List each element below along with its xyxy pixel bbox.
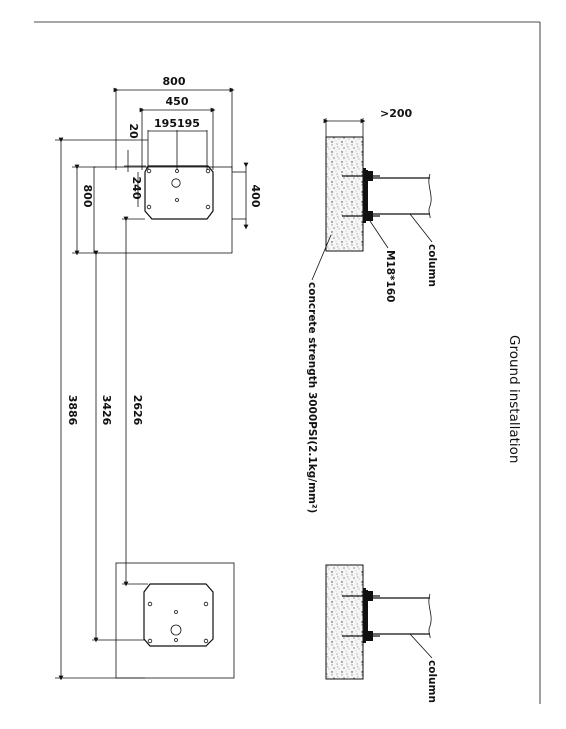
bottom-foundation-outline xyxy=(115,562,235,679)
dim-2626: 2626 xyxy=(131,395,144,426)
bottom-anchor-hole xyxy=(147,601,153,607)
drawing-title: Ground installation xyxy=(506,335,522,464)
long-dimensions: 3886 3426 2626 xyxy=(55,137,148,681)
bottom-base-plate xyxy=(143,583,214,647)
bottom-cable-hole xyxy=(170,624,182,636)
top-anchor-hole xyxy=(175,198,179,202)
bottom-anchor-hole xyxy=(147,638,153,644)
dim-3426: 3426 xyxy=(100,395,113,426)
bottom-anchor-hole xyxy=(174,638,178,642)
dim-450: 450 xyxy=(166,95,189,108)
bottom-anchor-hole xyxy=(203,601,209,607)
bottom-foundation-plan xyxy=(115,562,235,679)
top-plate-dimensions: 800 450 195195 20 240 400 800 xyxy=(72,75,262,256)
dim-195195: 195195 xyxy=(154,117,200,130)
top-cable-hole xyxy=(171,178,181,188)
bottom-anchor-hole xyxy=(174,610,178,614)
section-detail-top: >200 M18*160 column concrete strength 30… xyxy=(306,107,438,513)
top-base-plate xyxy=(144,165,214,220)
column-label-top: column xyxy=(426,244,438,287)
column-label-bottom: column xyxy=(426,660,438,703)
top-foundation-outline xyxy=(93,166,233,254)
top-anchor-hole xyxy=(146,204,152,210)
bolt-label: M18*160 xyxy=(384,250,396,302)
top-foundation-plan xyxy=(93,165,233,254)
section-detail-bottom: column xyxy=(325,564,438,703)
bottom-anchor-hole xyxy=(203,638,209,644)
concrete-block-bottom xyxy=(325,564,364,680)
dim-depth: >200 xyxy=(380,107,413,120)
dim-3886: 3886 xyxy=(66,395,79,426)
top-anchor-hole xyxy=(205,168,211,174)
concrete-label: concrete strength 3000PSI(2.1kg/mm²) xyxy=(306,282,318,513)
dim-800-height: 800 xyxy=(81,185,94,208)
top-anchor-hole xyxy=(146,168,152,174)
page-frame xyxy=(34,21,541,704)
dim-400: 400 xyxy=(249,185,262,208)
concrete-block xyxy=(325,136,364,252)
top-anchor-hole xyxy=(205,204,211,210)
dim-240: 240 xyxy=(130,177,143,200)
dim-800-width: 800 xyxy=(163,75,186,88)
dim-20: 20 xyxy=(127,123,140,139)
